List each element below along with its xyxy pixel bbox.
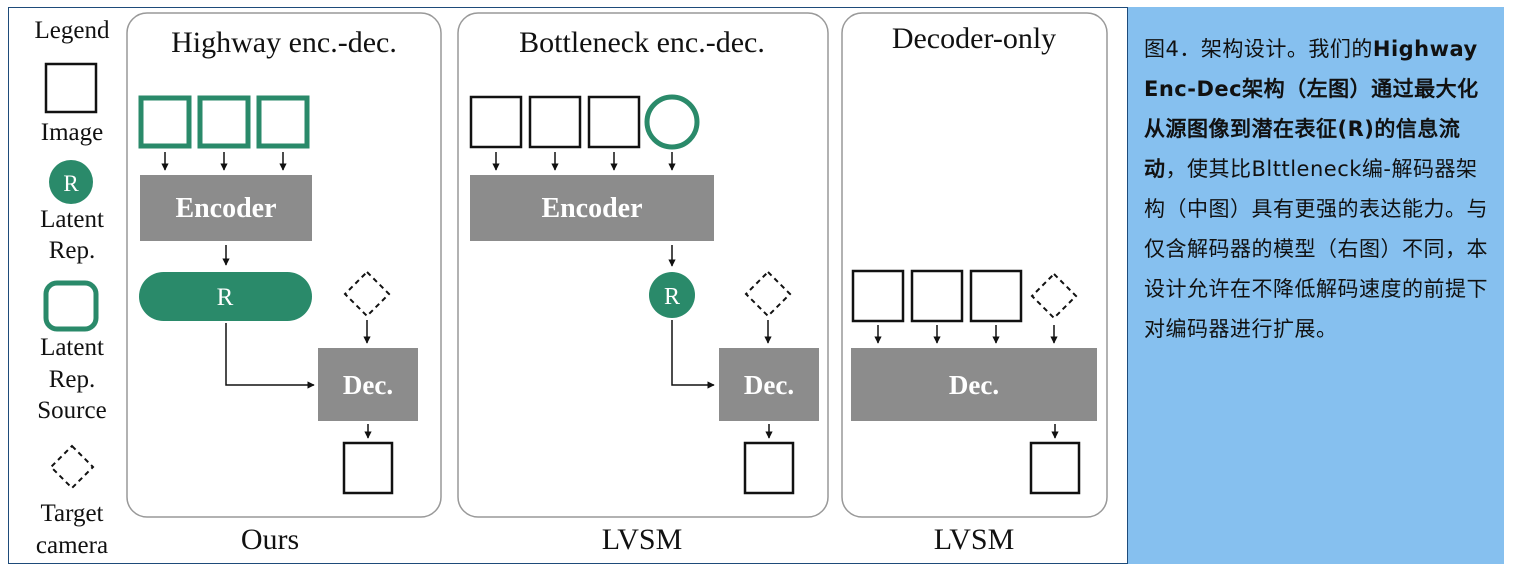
legend-image-icon <box>44 62 98 114</box>
arrow <box>225 323 315 389</box>
panel-bottleneck: Bottleneck enc.-dec. Encoder R Dec. LVSM <box>457 12 829 556</box>
target-camera-icon <box>1030 272 1078 320</box>
source-image-icon <box>969 269 1023 323</box>
legend-title: Legend <box>35 17 110 44</box>
legend-latent-rep-icon <box>49 160 93 204</box>
panel-title: Highway enc.-dec. <box>171 26 397 59</box>
panel-decoder-only: Decoder-only Dec. LVSM <box>841 12 1108 556</box>
target-camera-icon <box>343 270 391 318</box>
legend-latent-source-label-3: Source <box>37 397 106 424</box>
legend-latent-rep-badge: R <box>63 171 79 196</box>
panel-box <box>841 12 1108 518</box>
arrow <box>671 320 715 389</box>
source-image-icon <box>528 95 582 149</box>
panel-box <box>457 12 829 518</box>
output-image-icon <box>342 441 394 495</box>
output-image-icon <box>743 441 795 495</box>
encoder-label: Encoder <box>541 193 642 224</box>
source-image-icon <box>910 269 964 323</box>
latent-rep-label: R <box>217 284 234 311</box>
legend-target-camera-label-1: Target <box>40 500 103 527</box>
panel-box <box>126 12 442 518</box>
target-camera-icon <box>744 270 792 318</box>
latent-rep-label: R <box>664 284 680 310</box>
source-image-icon <box>138 95 192 149</box>
encoder-label: Encoder <box>175 193 276 224</box>
decoder-label: Dec. <box>343 370 393 400</box>
panel-title: Bottleneck enc.-dec. <box>519 26 765 59</box>
panel-footer: LVSM <box>934 523 1015 556</box>
decoder-block <box>318 348 418 421</box>
source-image-icon <box>469 95 523 149</box>
source-image-icon <box>197 95 251 149</box>
latent-source-icon <box>644 94 700 150</box>
encoder-block <box>140 175 312 241</box>
caption-text-1: 图4．架构设计。我们的 <box>1144 37 1373 61</box>
panel-footer: Ours <box>241 523 299 556</box>
decoder-label: Dec. <box>949 370 999 400</box>
legend-latent-rep-label-2: Rep. <box>49 237 96 264</box>
latent-rep-block <box>139 272 312 321</box>
decoder-label: Dec. <box>744 370 794 400</box>
latent-rep-block <box>649 272 695 318</box>
legend-latent-source-label-1: Latent <box>40 334 104 361</box>
legend-image-label: Image <box>41 119 103 146</box>
legend-target-camera-icon <box>49 444 95 490</box>
caption-text-2: ，使其比Blttleneck编-解码器架构（中图）具有更强的表达能力。与仅含解码… <box>1144 157 1488 341</box>
decoder-block <box>719 348 819 421</box>
source-image-icon <box>851 269 905 323</box>
legend-latent-rep-label-1: Latent <box>40 206 104 233</box>
output-image-icon <box>1029 441 1081 495</box>
panel-title: Decoder-only <box>892 22 1056 55</box>
panel-footer: LVSM <box>602 523 683 556</box>
caption-text-bold: Highway Enc-Dec架构（左图）通过最大化从源图像到潜在表征(R)的信… <box>1144 37 1479 181</box>
figure-caption: 图4．架构设计。我们的Highway Enc-Dec架构（左图）通过最大化从源图… <box>1127 7 1504 564</box>
source-image-icon <box>587 95 641 149</box>
source-image-icon <box>256 95 310 149</box>
encoder-block <box>470 175 714 241</box>
legend-latent-source-label-2: Rep. <box>49 366 96 393</box>
legend-target-camera-label-2: camera <box>36 532 108 559</box>
panel-highway: Highway enc.-dec. Encoder R Dec. Ours <box>126 12 442 556</box>
legend-latent-source-icon <box>43 280 99 332</box>
legend: Legend Image R Latent Rep. Latent Rep. S… <box>35 17 110 559</box>
decoder-block <box>851 348 1097 421</box>
